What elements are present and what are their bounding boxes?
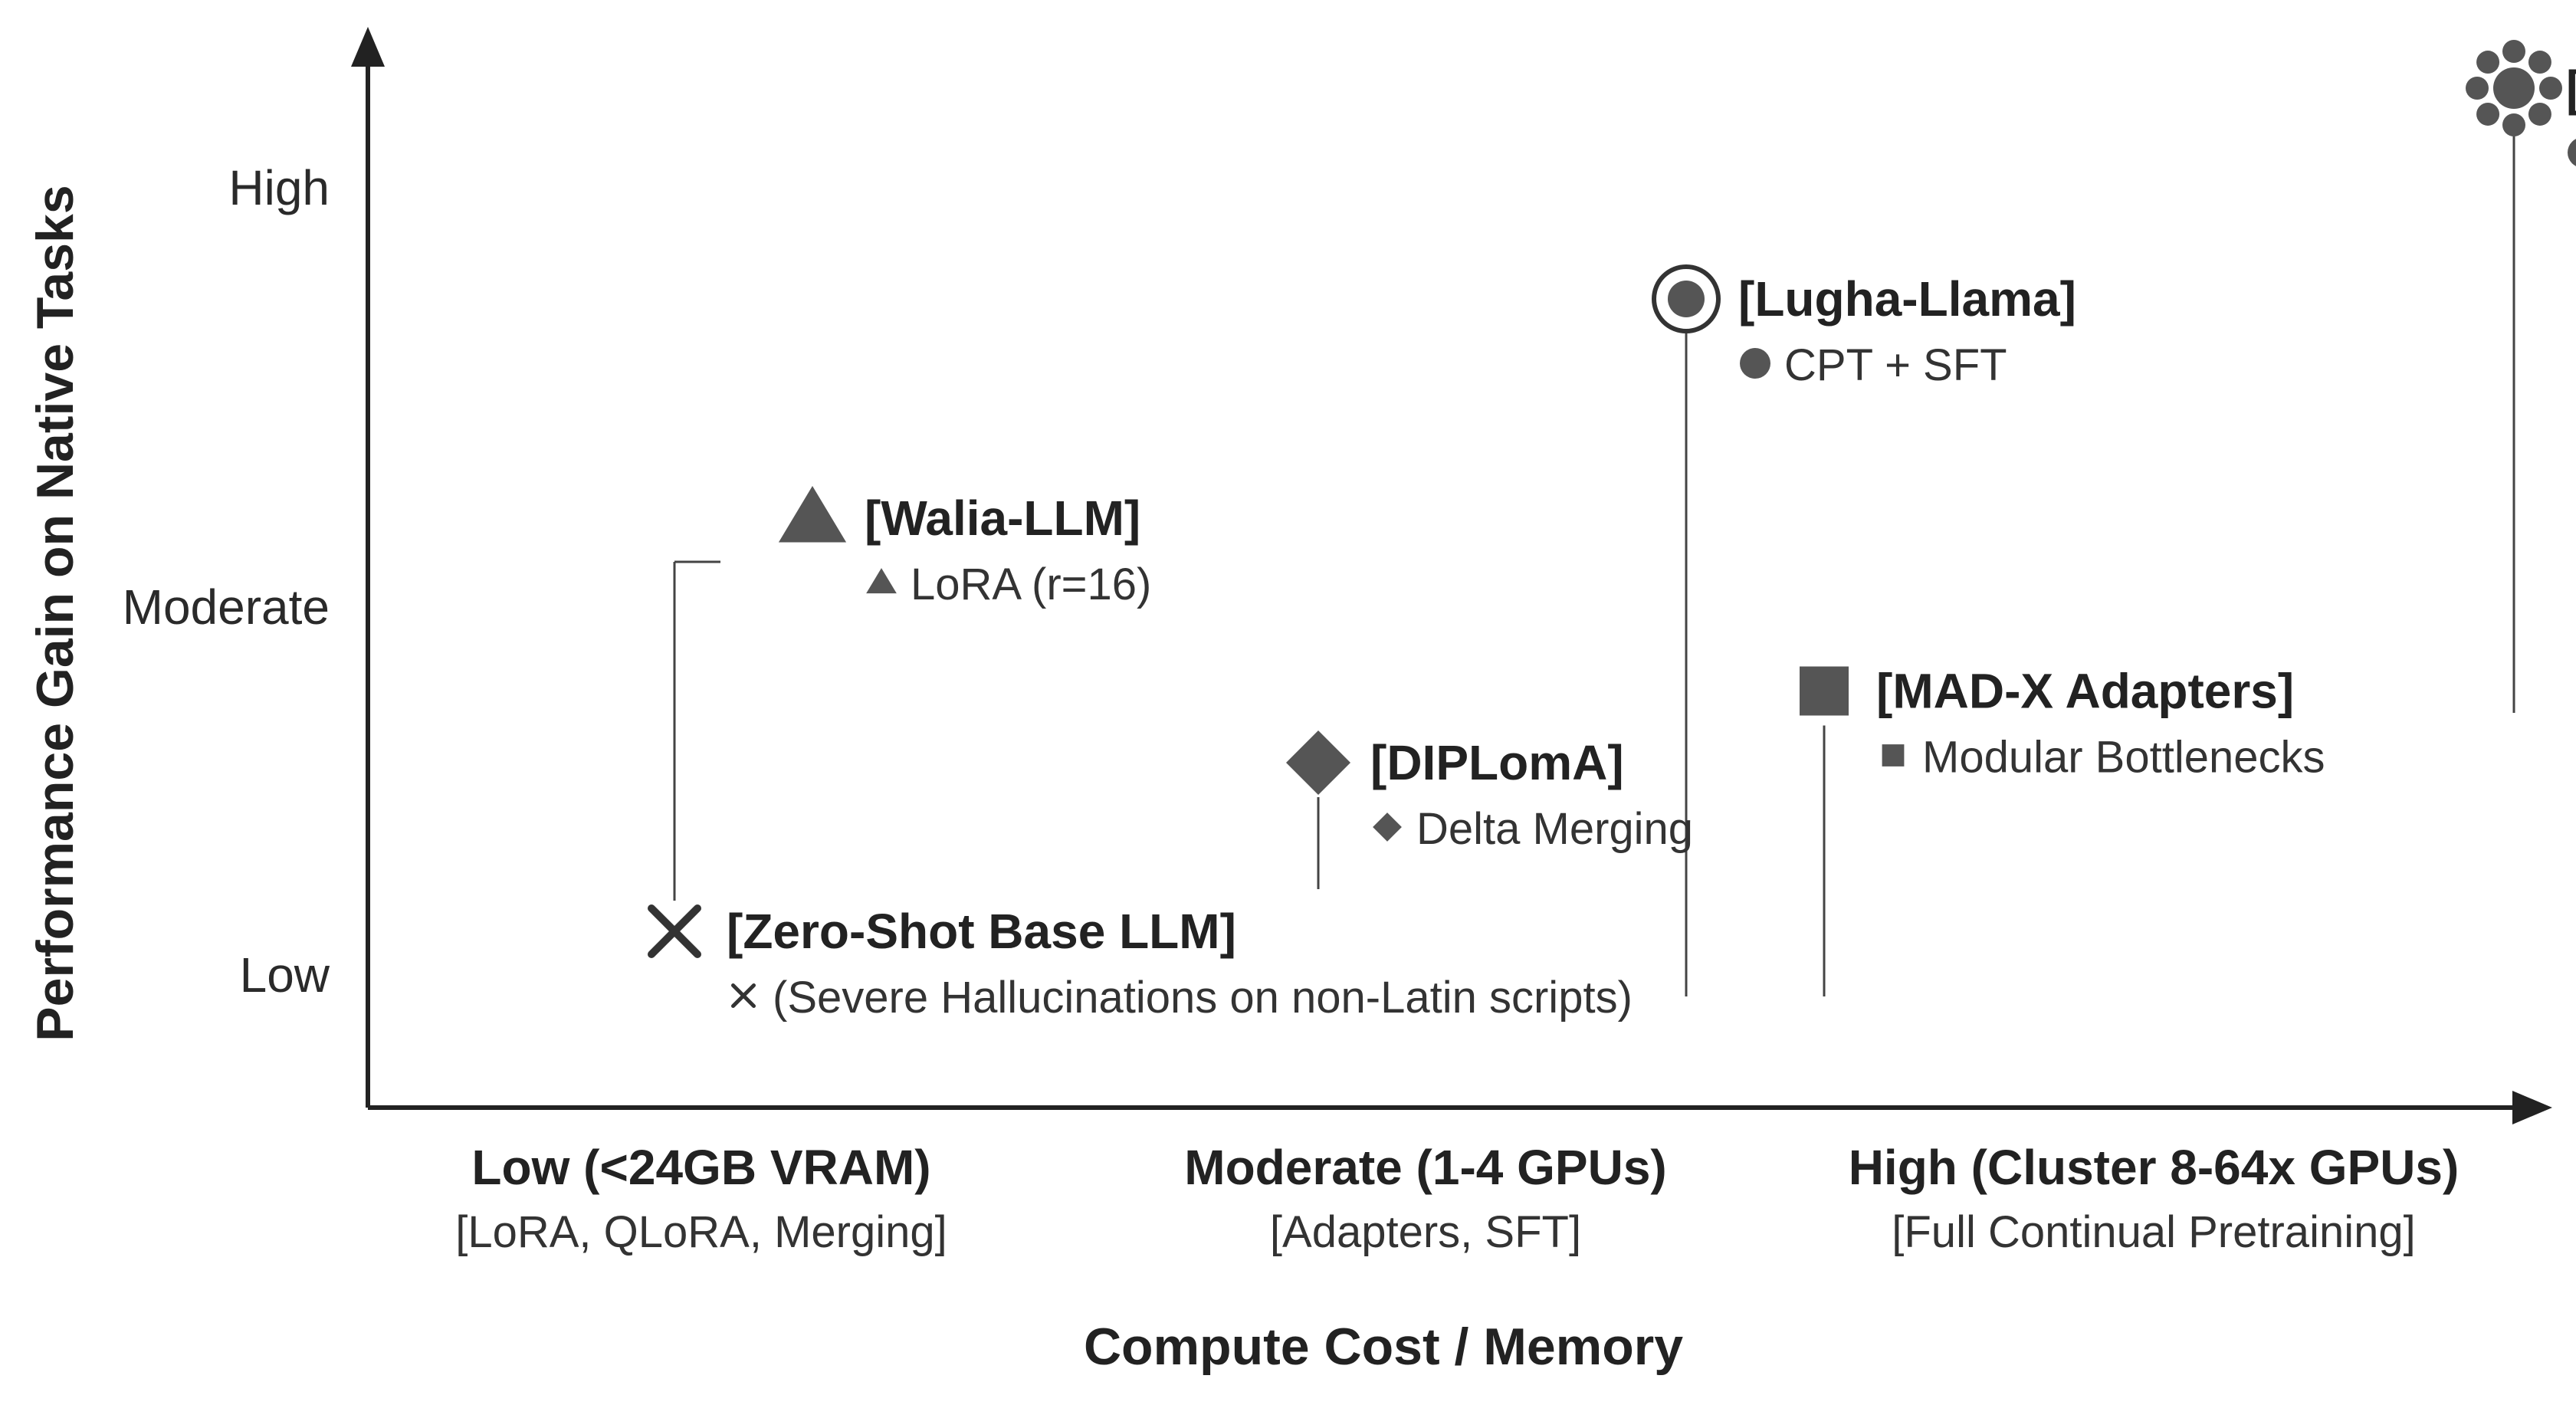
data-point: [Lugha-Llama] CPT + SFT [1652, 264, 2076, 390]
square-marker [1800, 666, 1849, 716]
y-tick-label: Moderate [123, 579, 330, 635]
x-axis-arrow [2512, 1091, 2552, 1124]
point-method-label: LoRA (r=16) [911, 560, 1151, 609]
point-name-label: [AfriqueLLM - 26B tokens] [2566, 61, 2576, 116]
circle-marker [2493, 67, 2535, 109]
petal-marker [2539, 77, 2562, 100]
diamond-marker [1286, 730, 1350, 795]
point-method-label: Modular Bottlenecks [1922, 733, 2325, 783]
diamond-marker [1373, 812, 1402, 842]
petal-marker [2476, 102, 2500, 126]
y-axis-arrow [351, 27, 385, 67]
point-method: Full CPT + Co-mixing [2568, 139, 2576, 166]
x-tick-sublabel: [Full Continual Pretraining] [1892, 1207, 2415, 1257]
data-point: [AfriqueLLM - 26B tokens] Full CPT + Co-m… [2466, 40, 2576, 166]
circle-marker [1668, 281, 1705, 317]
y-axis-title: Performance Gain on Native Tasks [26, 185, 84, 1041]
point-name-label: [Zero-Shot Base LLM] [727, 904, 1236, 959]
point-method: LoRA (r=16) [866, 560, 1151, 609]
data-points: [Zero-Shot Base LLM] (Severe Hallucinatio… [648, 40, 2576, 1023]
x-tick-sublabel: [Adapters, SFT] [1270, 1207, 1581, 1257]
petal-marker [2466, 77, 2489, 100]
petal-marker [2528, 102, 2551, 126]
y-tick-label: Low [240, 947, 330, 1003]
point-method-label: Delta Merging [1416, 804, 1693, 854]
point-name-label: [DIPLomA] [1370, 735, 1624, 790]
square-marker [1882, 744, 1905, 767]
point-name-label: [Walia-LLM] [865, 491, 1140, 546]
point-name-label: [Lugha-Llama] [1738, 271, 2076, 327]
y-tick-label: High [228, 160, 330, 215]
x-marker [731, 983, 756, 1008]
stems [673, 123, 2515, 996]
point-method: Modular Bottlenecks [1882, 733, 2325, 783]
point-name-label: [MAD-X Adapters] [1876, 664, 2294, 719]
x-tick-sublabel: [LoRA, QLoRA, Merging] [455, 1207, 947, 1257]
petal-marker [2502, 40, 2525, 63]
point-method: Delta Merging [1373, 804, 1693, 854]
data-point: [MAD-X Adapters] Modular Bottlenecks [1800, 664, 2325, 783]
x-tick-label: Low (<24GB VRAM) [471, 1140, 930, 1195]
data-point: [Walia-LLM] LoRA (r=16) [778, 486, 1151, 609]
x-axis-title: Compute Cost / Memory [1084, 1318, 1683, 1376]
point-method: CPT + SFT [1740, 340, 2007, 390]
point-method-label: CPT + SFT [1784, 340, 2007, 390]
petal-marker [2528, 51, 2551, 74]
axes [351, 27, 2552, 1124]
petal-marker [2502, 113, 2525, 136]
data-point: [Zero-Shot Base LLM] (Severe Hallucinatio… [648, 904, 1633, 1023]
petal-marker [2476, 51, 2500, 74]
x-tick-label: Moderate (1-4 GPUs) [1184, 1140, 1666, 1195]
triangle-marker [866, 568, 897, 594]
point-method: (Severe Hallucinations on non-Latin scri… [731, 973, 1633, 1023]
data-point: [DIPLomA] Delta Merging [1286, 730, 1693, 854]
point-method-label: (Severe Hallucinations on non-Latin scri… [773, 973, 1633, 1023]
triangle-marker [778, 486, 847, 543]
circle-marker [2568, 139, 2576, 166]
x-tick-label: High (Cluster 8-64x GPUs) [1849, 1140, 2460, 1195]
circle-marker [1740, 348, 1770, 379]
x-marker [648, 904, 701, 958]
